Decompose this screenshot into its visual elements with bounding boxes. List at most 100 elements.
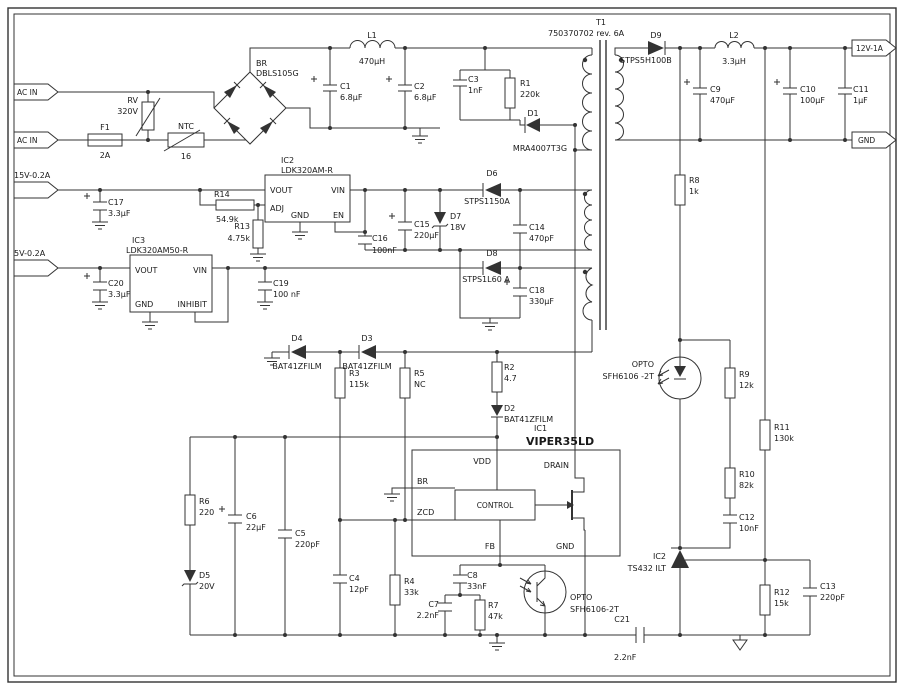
label-ic2-vout: VOUT	[270, 186, 292, 195]
label-gnd-out: GND	[858, 136, 875, 145]
resistor-r1	[504, 77, 516, 109]
connector-ac-in-1	[13, 83, 59, 101]
label-r5-val: NC	[414, 380, 426, 389]
label-d3-ref: D3	[361, 334, 372, 343]
connector-gnd-out	[851, 131, 897, 149]
label-r9-ref: R9	[739, 370, 750, 379]
label-ic1-fb: FB	[485, 542, 495, 551]
label-r12-val: 15k	[774, 599, 789, 608]
capacitor-c7	[438, 602, 452, 612]
label-ts432-val: TS432 ILT	[627, 564, 666, 573]
capacitor-c1	[311, 76, 337, 92]
label-c7-val: 2.2nF	[417, 611, 440, 620]
label-c2-val: 6.8µF	[414, 93, 437, 102]
label-ic1-control: CONTROL	[477, 501, 514, 510]
label-ic3-gnd: GND	[135, 300, 153, 309]
label-ic1-ref: IC1	[534, 424, 547, 433]
label-t1-val: 750370702 rev. 6A	[548, 29, 625, 38]
label-c6-val: 22µF	[246, 523, 266, 532]
label-r13-val: 4.75k	[228, 234, 251, 243]
label-ic2-part: LDK320AM-R	[281, 166, 333, 175]
diode-d2	[491, 405, 503, 418]
label-r6-val: 220	[199, 508, 214, 517]
label-ic1-br: BR	[417, 477, 428, 486]
label-c4-val: 12pF	[349, 585, 369, 594]
label-r7-val: 47k	[488, 612, 503, 621]
label-ic1-gnd: GND	[556, 542, 574, 551]
label-l2-ref: L2	[729, 31, 739, 40]
plus-sign	[219, 506, 225, 512]
resistor-r13	[252, 219, 264, 249]
outer-border	[7, 7, 897, 683]
label-ic1-vdd: VDD	[473, 457, 491, 466]
light-arrows-icon	[657, 369, 670, 385]
zener-d7	[431, 212, 449, 229]
ic-ldo-ic3	[129, 254, 213, 313]
primary-winding	[582, 54, 593, 151]
label-ic2-ref: IC2	[281, 156, 294, 165]
capacitor-c2	[386, 76, 412, 92]
label-r1-val: 220k	[520, 90, 540, 99]
label-ic3-inhibit: INHIBIT	[178, 300, 208, 309]
capacitor-c3	[453, 79, 467, 87]
resistor-r2	[491, 361, 503, 393]
capacitor-c8	[453, 574, 467, 584]
junction-dots	[98, 46, 847, 637]
label-c9-ref: C9	[710, 85, 721, 94]
zener-d5	[181, 570, 199, 587]
label-ic2-adj: ADJ	[270, 204, 284, 213]
label-d5-val: 20V	[199, 582, 215, 591]
label-ic1-part: VIPER35LD	[526, 435, 594, 448]
capacitor-c13	[803, 587, 817, 597]
resistor-r11	[759, 419, 771, 451]
label-c10-ref: C10	[800, 85, 816, 94]
label-ac-in-2: AC IN	[17, 136, 37, 145]
label-d4-ref: D4	[291, 334, 302, 343]
capacitor-c21	[635, 627, 645, 643]
label-ic1-drain: DRAIN	[544, 461, 569, 470]
plus-sign	[774, 79, 780, 85]
ic-ldo-ic2	[264, 174, 351, 223]
plus-sign	[84, 193, 90, 199]
label-5v-out: 5V-0.2A	[14, 249, 46, 258]
label-ts432-ref: IC2	[653, 552, 666, 561]
connector-15v-out	[13, 181, 59, 199]
label-d6-ref: D6	[486, 169, 497, 178]
inner-border	[13, 13, 891, 677]
capacitor-c16	[358, 235, 372, 245]
label-d6-val: STPS1150A	[464, 197, 510, 206]
optocoupler-transistor	[519, 570, 567, 614]
resistor-r7	[474, 599, 486, 631]
label-c2-ref: C2	[414, 82, 425, 91]
label-c15-val: 220µF	[414, 231, 439, 240]
label-c16-val: 100nF	[372, 246, 397, 255]
label-rv-val: 320V	[117, 107, 138, 116]
secondary-winding	[614, 54, 624, 141]
diode-d1	[524, 117, 540, 133]
resistor-r8	[674, 174, 686, 206]
resistor-r6	[184, 494, 196, 526]
label-f1-val: 2A	[100, 151, 111, 160]
label-r3-ref: R3	[349, 369, 360, 378]
label-c5-val: 220pF	[295, 540, 320, 549]
label-opto2-ref: OPTO	[570, 593, 592, 602]
label-d4-val: BAT41ZFILM	[272, 362, 321, 371]
shunt-regulator-ts432	[671, 547, 689, 568]
label-r6-ref: R6	[199, 497, 210, 506]
plus-sign	[84, 273, 90, 279]
label-r4-ref: R4	[404, 577, 415, 586]
signal-ground-icon	[732, 639, 748, 651]
wires	[58, 47, 852, 643]
label-r10-ref: R10	[739, 470, 755, 479]
label-rv-ref: RV	[127, 96, 138, 105]
label-12v-out: 12V-1A	[856, 44, 884, 53]
label-opto2-val: SFH6106-2T	[570, 605, 619, 614]
label-c15-ref: C15	[414, 220, 430, 229]
label-c20-val: 3.3µF	[108, 290, 131, 299]
label-c9-val: 470µF	[710, 96, 735, 105]
capacitor-c17	[84, 193, 107, 211]
label-c1-val: 6.8µF	[340, 93, 363, 102]
capacitor-c12	[723, 514, 737, 524]
label-d1-val: MRA4007T3G	[513, 144, 567, 153]
